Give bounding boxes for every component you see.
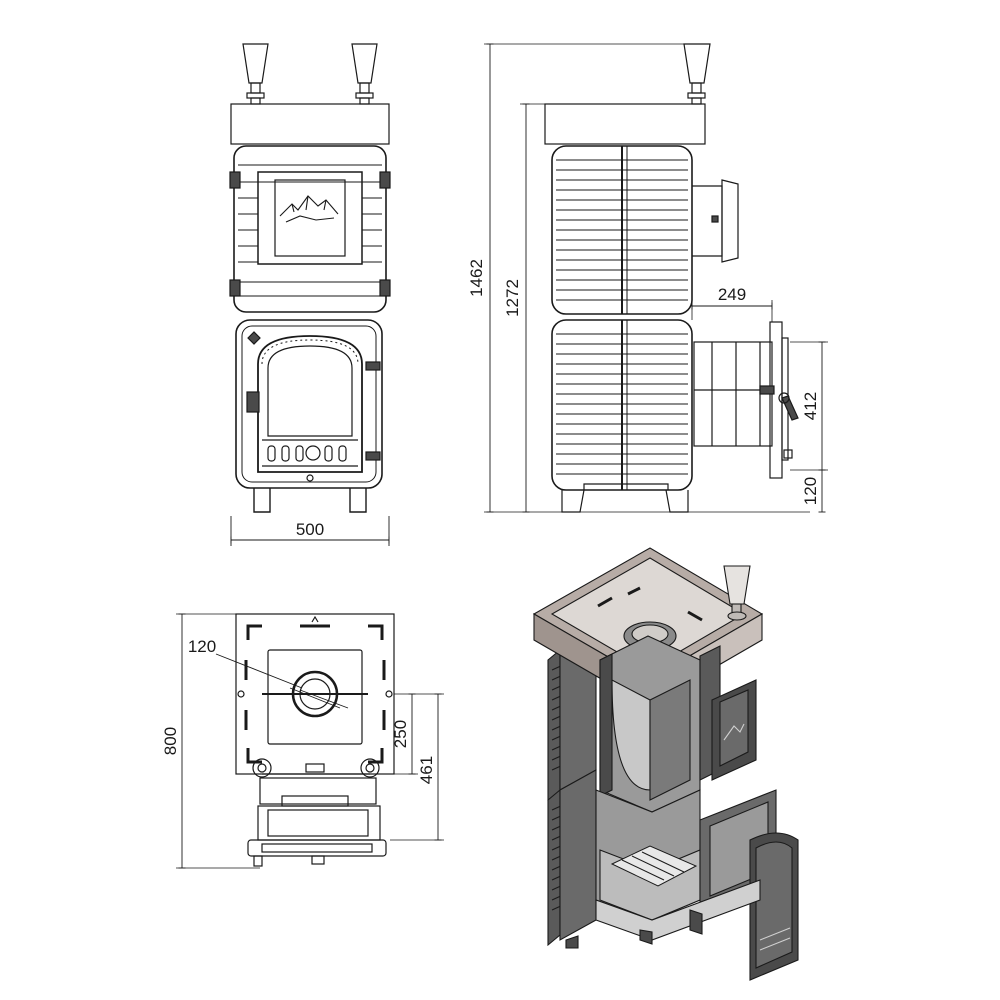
front-fire-door-glass bbox=[267, 345, 353, 437]
front-upper-fins bbox=[238, 164, 382, 297]
front-upper-body bbox=[233, 145, 387, 313]
front-ash-vents bbox=[262, 439, 358, 467]
dim-top-461: 461 bbox=[417, 756, 436, 784]
side-firebox-outlet bbox=[693, 321, 799, 479]
dim-outlet-height: 412 bbox=[801, 392, 820, 420]
dim-top-chimney: 120 bbox=[188, 637, 216, 656]
top-chimney-ring bbox=[291, 670, 339, 718]
top-firebox-outline bbox=[257, 805, 381, 841]
front-lid bbox=[230, 103, 390, 145]
front-heater-door bbox=[257, 171, 363, 265]
top-inner-plate bbox=[267, 649, 363, 745]
mountain-emblem-icon bbox=[279, 195, 339, 223]
front-fire-door bbox=[257, 335, 363, 473]
dim-outlet-depth: 249 bbox=[718, 285, 746, 304]
front-cup-left bbox=[242, 43, 269, 105]
cutaway-3d-view bbox=[532, 547, 799, 981]
front-heater-door-panel bbox=[274, 179, 346, 257]
dim-top-depth: 800 bbox=[161, 727, 180, 755]
cutaway-grate bbox=[610, 845, 698, 887]
cutaway-cup bbox=[723, 565, 751, 621]
front-view bbox=[229, 43, 391, 546]
dim-base-height: 120 bbox=[801, 477, 820, 505]
dim-total-height: 1462 bbox=[467, 259, 486, 297]
dim-front-width: 500 bbox=[296, 520, 324, 539]
front-firebox-body bbox=[235, 319, 383, 489]
dim-body-height: 1272 bbox=[503, 279, 522, 317]
side-view bbox=[484, 43, 828, 513]
front-door-hinge bbox=[246, 391, 260, 413]
cutaway-left-fins bbox=[547, 648, 561, 947]
top-view bbox=[176, 613, 444, 869]
front-cup-right bbox=[351, 43, 378, 105]
dim-top-250: 250 bbox=[391, 720, 410, 748]
side-lid bbox=[544, 103, 706, 145]
